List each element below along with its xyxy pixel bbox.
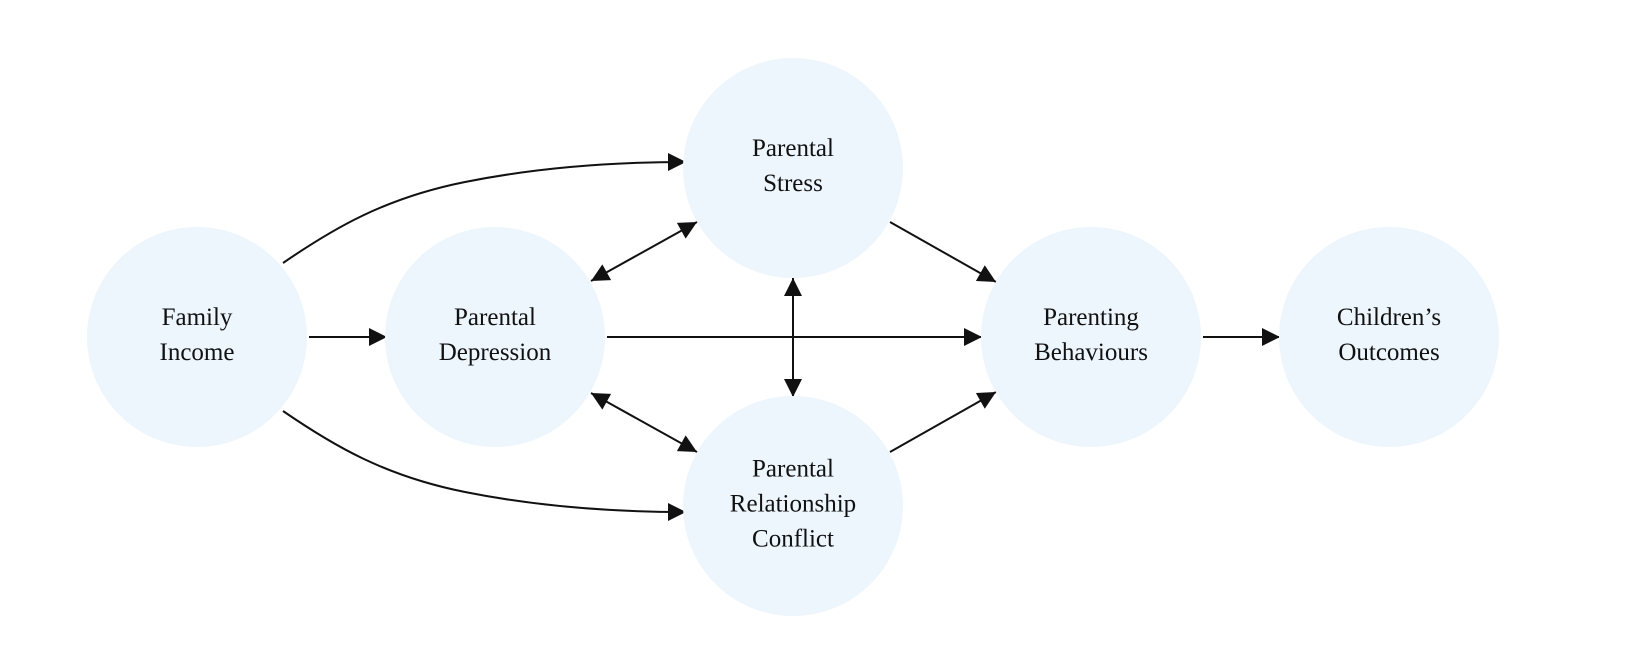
node-label: Relationship bbox=[730, 491, 856, 518]
edge-parental-depression-to-parental-relationship-conflict bbox=[590, 392, 698, 453]
node-label: Family bbox=[162, 304, 233, 331]
edge-family-income-to-parental-relationship-conflict bbox=[282, 410, 687, 521]
node-circle bbox=[683, 58, 903, 278]
node-label: Behaviours bbox=[1034, 339, 1148, 366]
node-label: Children’s bbox=[1337, 304, 1441, 331]
node-label: Parental bbox=[752, 135, 834, 162]
edge-parental-depression-to-parental-stress bbox=[590, 221, 698, 282]
node-label: Income bbox=[160, 339, 235, 366]
node-circle bbox=[981, 227, 1201, 447]
node-label: Conflict bbox=[752, 526, 834, 553]
node-circle bbox=[385, 227, 605, 447]
node-circle bbox=[683, 396, 903, 616]
edge-family-income-to-parental-stress bbox=[282, 153, 687, 264]
node-label: Stress bbox=[763, 170, 823, 197]
node-label: Outcomes bbox=[1338, 339, 1439, 366]
node-circle bbox=[1279, 227, 1499, 447]
nodes-layer: FamilyIncomeParentalDepressionParentalSt… bbox=[87, 58, 1499, 616]
edge-parental-relationship-conflict-to-parenting-behaviours bbox=[889, 391, 997, 453]
node-label: Depression bbox=[439, 339, 552, 366]
edge-parental-stress-to-parenting-behaviours bbox=[889, 221, 997, 283]
node-label: Parental bbox=[752, 456, 834, 483]
node-label: Parenting bbox=[1043, 304, 1139, 331]
node-circle bbox=[87, 227, 307, 447]
edges-layer bbox=[282, 153, 1280, 521]
node-label: Parental bbox=[454, 304, 536, 331]
